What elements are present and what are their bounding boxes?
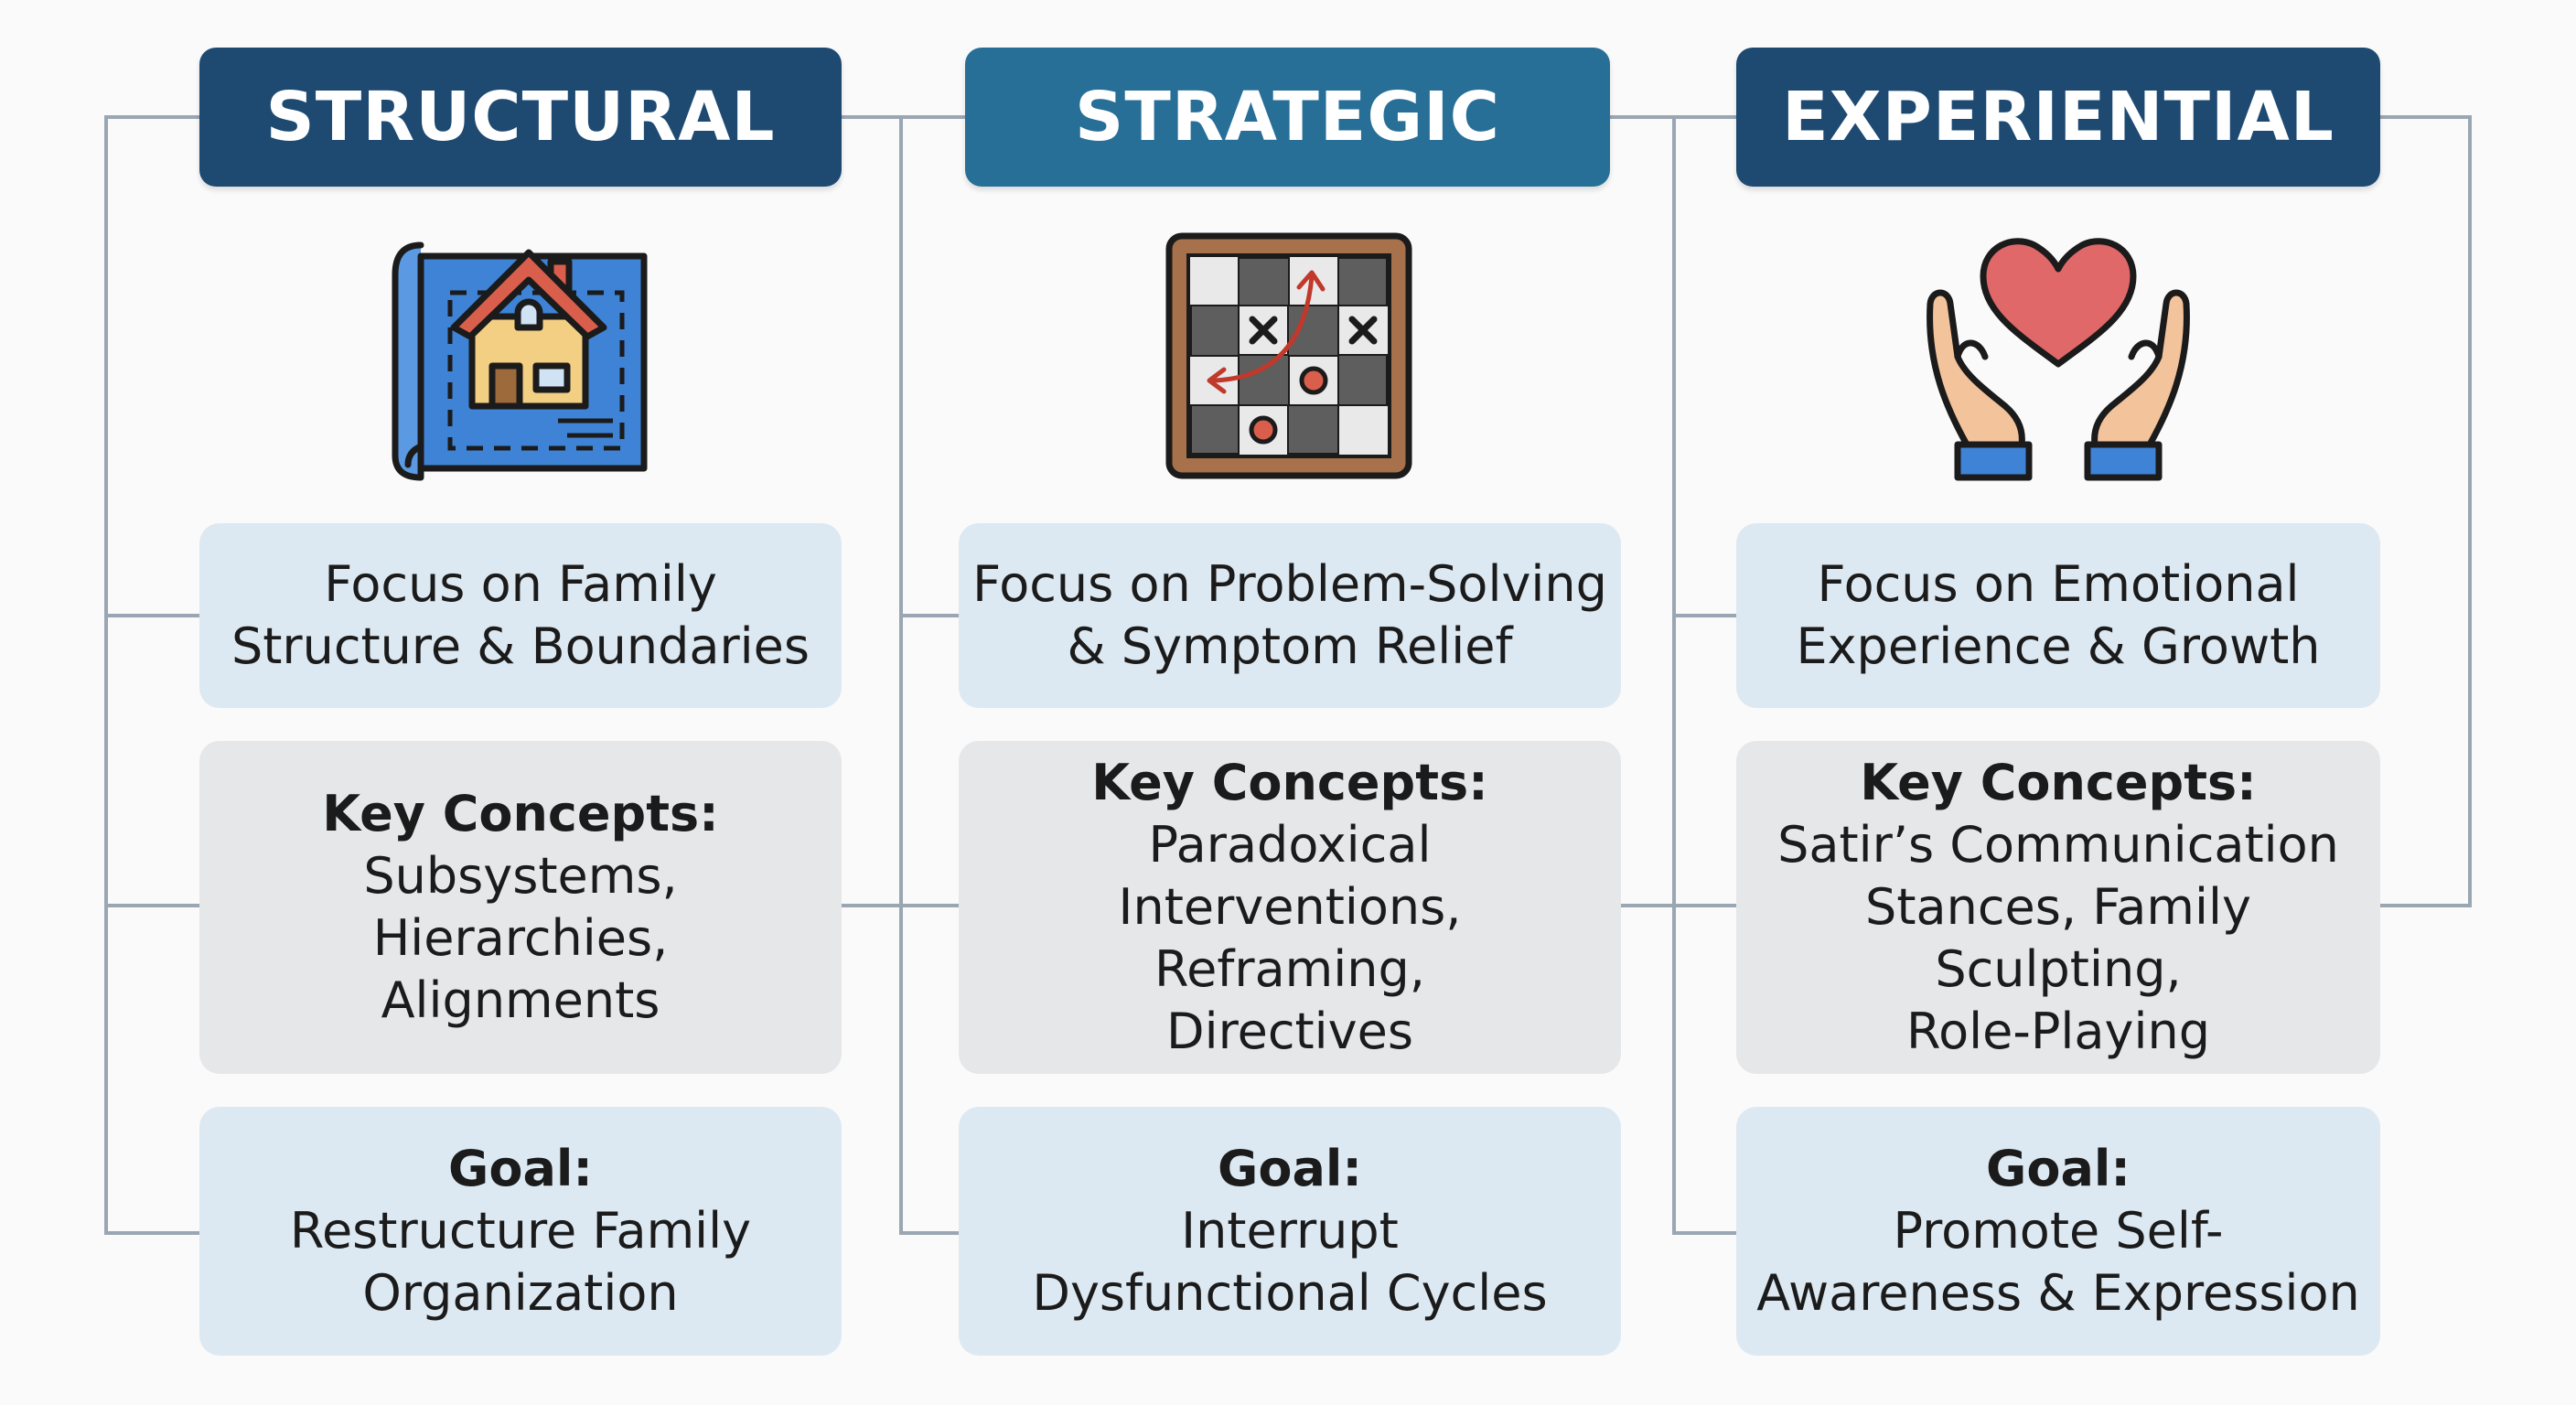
- strategic-header: STRATEGIC: [965, 48, 1610, 187]
- experiential-concepts-box: Key Concepts: Satir’s Communication Stan…: [1736, 741, 2380, 1074]
- experiential-goal-box: Goal: Promote Self- Awareness & Expressi…: [1736, 1107, 2380, 1356]
- concept-item: Role-Playing: [1906, 1003, 2210, 1060]
- goal-line: Interrupt: [1181, 1202, 1399, 1260]
- strategic-concepts-box: Key Concepts: Paradoxical Interventions,…: [959, 741, 1621, 1074]
- goal-heading: Goal:: [448, 1140, 593, 1197]
- goal-line: Dysfunctional Cycles: [1032, 1264, 1548, 1322]
- concept-item: Satir’s Communication: [1777, 816, 2339, 874]
- goal-line: Organization: [362, 1264, 679, 1322]
- structural-goal-box: Goal: Restructure Family Organization: [199, 1107, 842, 1356]
- strategy-board-icon: [1165, 232, 1412, 479]
- goal-line: Awareness & Expression: [1756, 1264, 2360, 1322]
- experiential-header: EXPERIENTIAL: [1736, 48, 2380, 187]
- concept-item: Alignments: [381, 971, 660, 1029]
- concepts-heading: Key Concepts:: [1860, 754, 2257, 811]
- structural-header: STRUCTURAL: [199, 48, 842, 187]
- concepts-heading: Key Concepts:: [1091, 754, 1488, 811]
- focus-line: Focus on Problem-Solving: [972, 555, 1607, 613]
- structural-concepts-box: Key Concepts: Subsystems, Hierarchies, A…: [199, 741, 842, 1074]
- experiential-focus-box: Focus on Emotional Experience & Growth: [1736, 523, 2380, 708]
- blueprint-house-icon: [392, 241, 648, 481]
- goal-line: Restructure Family: [289, 1202, 752, 1260]
- focus-line: Experience & Growth: [1796, 617, 2321, 675]
- concept-item: Reframing,: [1154, 940, 1425, 998]
- strategic-focus-box: Focus on Problem-Solving & Symptom Relie…: [959, 523, 1621, 708]
- goal-heading: Goal:: [1986, 1140, 2131, 1197]
- focus-line: Structure & Boundaries: [231, 617, 810, 675]
- concept-item: Hierarchies,: [372, 909, 669, 967]
- goal-heading: Goal:: [1218, 1140, 1362, 1197]
- goal-line: Promote Self-: [1893, 1202, 2224, 1260]
- focus-line: Focus on Family: [324, 555, 717, 613]
- concept-item: Stances, Family: [1865, 878, 2251, 936]
- focus-line: & Symptom Relief: [1067, 617, 1513, 675]
- concept-item: Directives: [1166, 1003, 1413, 1060]
- concepts-heading: Key Concepts:: [322, 785, 719, 842]
- strategic-goal-box: Goal: Interrupt Dysfunctional Cycles: [959, 1107, 1621, 1356]
- concept-item: Interventions,: [1118, 878, 1462, 936]
- concept-item: Paradoxical: [1148, 816, 1432, 874]
- concept-item: Subsystems,: [363, 847, 678, 905]
- hands-heart-icon: [1927, 238, 2190, 481]
- focus-line: Focus on Emotional: [1817, 555, 2300, 613]
- structural-focus-box: Focus on Family Structure & Boundaries: [199, 523, 842, 708]
- concept-item: Sculpting,: [1935, 940, 2182, 998]
